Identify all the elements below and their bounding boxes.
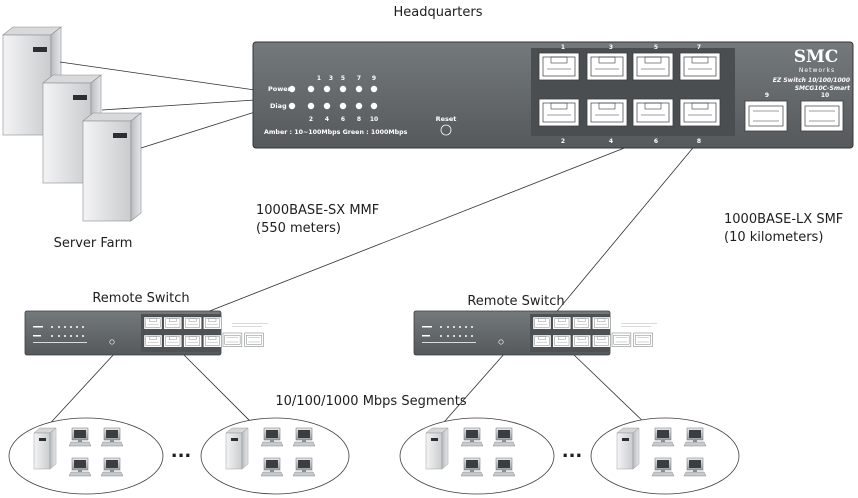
pc-icon bbox=[492, 457, 516, 477]
pc-icon bbox=[651, 457, 675, 477]
model-name: EZ Switch 10/100/1000 bbox=[773, 77, 850, 84]
status-leds bbox=[288, 85, 378, 110]
led-number: 4 bbox=[325, 116, 329, 123]
port-number: 6 bbox=[654, 138, 658, 145]
remote-switch-label: Remote Switch bbox=[467, 294, 564, 309]
led-number: 5 bbox=[341, 75, 345, 82]
port-icon bbox=[679, 52, 721, 81]
mmf-link bbox=[145, 142, 638, 337]
segment-group bbox=[8, 417, 164, 495]
smf-distance: (10 kilometers) bbox=[724, 230, 823, 245]
segment-group bbox=[200, 417, 350, 495]
smf-link bbox=[537, 142, 698, 335]
smc-logo: SMC bbox=[794, 47, 839, 67]
mmf-distance: (550 meters) bbox=[256, 221, 341, 236]
port-icon bbox=[679, 98, 721, 127]
tower-icon bbox=[425, 427, 449, 470]
led-number: 6 bbox=[341, 116, 345, 123]
smc-logo: SMC bbox=[630, 314, 654, 324]
port-icon bbox=[586, 52, 628, 81]
pc-icon bbox=[260, 457, 284, 477]
pc-icon bbox=[68, 457, 92, 477]
segment-group bbox=[590, 417, 740, 495]
led-number: 9 bbox=[372, 75, 376, 82]
tower-icon bbox=[225, 427, 249, 470]
pc-icon bbox=[68, 427, 92, 447]
tower-icon bbox=[616, 427, 640, 470]
pc-icon bbox=[492, 427, 516, 447]
server-farm-label: Server Farm bbox=[54, 236, 133, 251]
brand-subtitle: Networks bbox=[799, 67, 835, 74]
pc-icon bbox=[100, 457, 124, 477]
ellipsis: ... bbox=[171, 441, 192, 462]
port-number: 9 bbox=[765, 92, 769, 99]
pc-icon bbox=[260, 427, 284, 447]
led-number: 2 bbox=[309, 116, 313, 123]
port-number: 5 bbox=[654, 44, 658, 51]
port-number: 1 bbox=[561, 44, 565, 51]
pc-icon bbox=[460, 427, 484, 447]
rj45-port-panel bbox=[531, 48, 735, 136]
tower-icon bbox=[33, 427, 57, 470]
led-number: 3 bbox=[329, 75, 333, 82]
power-label: Power bbox=[268, 85, 292, 93]
sfp-slot-icon bbox=[800, 100, 844, 132]
smf-label: 1000BASE-LX SMF bbox=[724, 212, 843, 227]
hq-switch: 1 3 5 7 9 2 4 6 8 10 Power Diag Amber : … bbox=[252, 41, 854, 149]
port-icon bbox=[538, 52, 580, 81]
ellipsis: ... bbox=[562, 441, 583, 462]
led-number: 10 bbox=[370, 116, 378, 123]
pc-icon bbox=[292, 457, 316, 477]
port-icon bbox=[538, 98, 580, 127]
pc-icon bbox=[683, 457, 707, 477]
server-farm bbox=[2, 26, 142, 222]
port-icon bbox=[632, 98, 674, 127]
led-number: 8 bbox=[357, 116, 361, 123]
remote-switch: SMC bbox=[414, 311, 657, 355]
reset-button bbox=[440, 124, 452, 136]
pc-icon bbox=[100, 427, 124, 447]
segment-group bbox=[399, 417, 555, 495]
port-number: 3 bbox=[609, 44, 613, 51]
smc-logo: SMC bbox=[241, 314, 265, 324]
pc-icon bbox=[460, 457, 484, 477]
remote-switch-label: Remote Switch bbox=[92, 291, 189, 306]
mmf-label: 1000BASE-SX MMF bbox=[256, 203, 379, 218]
port-number: 8 bbox=[697, 138, 701, 145]
connection-lines bbox=[43, 61, 698, 431]
sfp-slot-icon bbox=[744, 100, 788, 132]
pc-icon bbox=[683, 427, 707, 447]
server-icon bbox=[82, 112, 142, 222]
led-number: 7 bbox=[357, 75, 361, 82]
port-number: 7 bbox=[697, 44, 701, 51]
headquarters-title: Headquarters bbox=[393, 5, 482, 20]
port-number: 10 bbox=[821, 92, 829, 99]
remote-switch: SMC bbox=[25, 311, 268, 355]
port-icon bbox=[632, 52, 674, 81]
led-legend: Amber : 10~100Mbps Green : 1000Mbps bbox=[264, 129, 408, 136]
segments-label: 10/100/1000 Mbps Segments bbox=[275, 394, 466, 409]
port-icon bbox=[586, 98, 628, 127]
pc-icon bbox=[651, 427, 675, 447]
model-number: SMCG10C-Smart bbox=[795, 85, 851, 92]
port-number: 2 bbox=[561, 138, 565, 145]
port-number: 4 bbox=[609, 138, 613, 145]
led-number: 1 bbox=[317, 75, 321, 82]
diag-label: Diag bbox=[270, 102, 287, 110]
reset-label: Reset bbox=[436, 115, 457, 123]
pc-icon bbox=[292, 427, 316, 447]
